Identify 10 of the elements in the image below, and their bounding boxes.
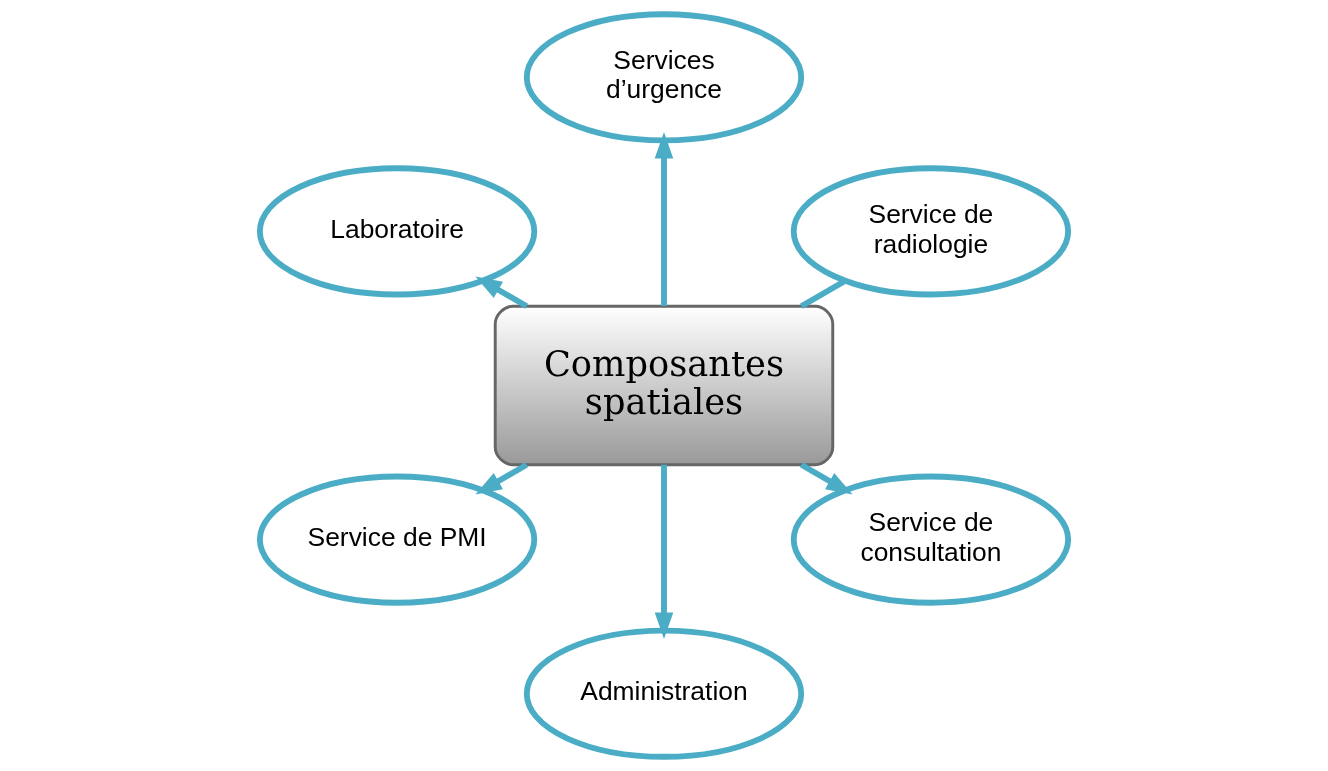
arrow	[654, 464, 674, 639]
arrow	[475, 276, 529, 309]
node-box: Composantes spatiales	[493, 304, 835, 467]
node-ellipse: Services d’urgence	[523, 11, 805, 144]
arrow	[475, 462, 529, 495]
arrow	[654, 132, 674, 307]
node-ellipse: Administration	[523, 627, 805, 760]
node-ellipse: Service de radiologie	[790, 165, 1072, 298]
arrow	[799, 462, 853, 495]
connector	[799, 278, 847, 309]
